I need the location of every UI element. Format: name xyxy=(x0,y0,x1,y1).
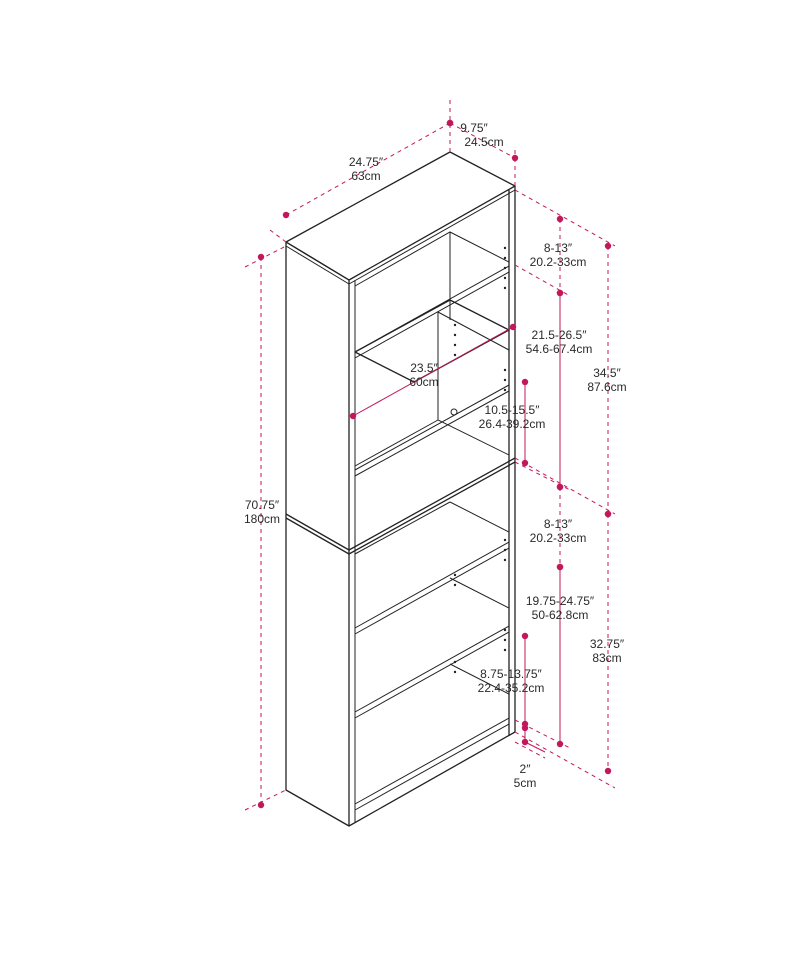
upper-shelf-cm-label: 26.4-39.2cm xyxy=(479,417,546,431)
upper-unit-in-label: 34.5″ xyxy=(593,366,621,380)
lower-middle-cm-label: 50-62.8cm xyxy=(532,608,589,622)
upper-unit-dim-start-marker xyxy=(604,242,612,250)
top-gap-in-label: 8-13″ xyxy=(544,241,573,255)
upper-shelf-dim-end-marker xyxy=(521,459,529,467)
lower-unit-dim-start-marker xyxy=(604,510,612,518)
shelf-pin-holes xyxy=(453,246,507,674)
total-height-dim-end-marker xyxy=(257,801,265,809)
lower-unit-dim-end-marker xyxy=(604,767,612,775)
dimension-lines xyxy=(244,100,616,811)
depth-dim-start-marker xyxy=(446,119,454,127)
inner-width-dim-end-marker xyxy=(509,323,517,331)
total-height-dim-start-marker xyxy=(257,253,265,261)
lower-middle-in-label: 19.75-24.75″ xyxy=(526,594,595,608)
lower-unit-cm-label: 83cm xyxy=(592,651,621,665)
shelf-1 xyxy=(354,299,510,383)
lower-shelf-cm-label: 22.4-35.2cm xyxy=(478,681,545,695)
lower-top-gap-in-label: 8-13″ xyxy=(544,517,573,531)
total-height-cm-label: 180cm xyxy=(244,512,280,526)
ext-left-bottom xyxy=(244,789,287,811)
upper-middle-cm-label: 54.6-67.4cm xyxy=(526,342,593,356)
width-in-label: 24.75″ xyxy=(349,155,384,169)
upper-middle-dim-start-marker xyxy=(556,289,564,297)
base-dim-start-marker xyxy=(521,724,529,732)
depth-in-label: 9.75″ xyxy=(460,121,488,135)
lower-unit-in-label: 32.75″ xyxy=(590,637,625,651)
lower-top-gap-cm-label: 20.2-33cm xyxy=(530,531,587,545)
ext-left-top xyxy=(244,245,287,268)
inner-width-dim-start-marker xyxy=(349,412,357,420)
left-side-panel xyxy=(285,241,350,827)
bookcase-drawing xyxy=(285,151,516,827)
lower-top-gap-dim-start-marker xyxy=(556,483,564,491)
ext-base xyxy=(514,741,546,759)
inner-width-cm-label: 60cm xyxy=(409,375,438,389)
depth-dim-end-marker xyxy=(511,154,519,162)
inner-width-in-label: 23.5″ xyxy=(410,361,438,375)
top-gap-dim-start-marker xyxy=(556,215,564,223)
total-height-in-label: 70.75″ xyxy=(245,498,280,512)
lower-middle-dim-end-marker xyxy=(556,740,564,748)
lower-middle-dim-start-marker xyxy=(556,563,564,571)
upper-shelf-in-label: 10.5-15.5″ xyxy=(485,403,541,417)
base-in-label: 2″ xyxy=(520,762,532,776)
depth-cm-label: 24.5cm xyxy=(464,135,503,149)
top-gap-cm-label: 20.2-33cm xyxy=(530,255,587,269)
ext-r1 xyxy=(514,189,616,247)
upper-shelf-dim-start-marker xyxy=(521,378,529,386)
width-dim-start-marker xyxy=(282,211,290,219)
unit-split xyxy=(285,517,350,555)
ext-r2 xyxy=(514,264,571,297)
top-panel xyxy=(285,151,516,281)
upper-unit-cm-label: 87.6cm xyxy=(587,380,626,394)
base-cm-label: 5cm xyxy=(514,776,537,790)
ext-r5 xyxy=(514,731,616,789)
base-leader xyxy=(524,741,546,753)
lower-shelf-in-label: 8.75-13.75″ xyxy=(480,667,542,681)
ext-top-left xyxy=(269,229,287,243)
lower-shelf-dim-start-marker xyxy=(521,632,529,640)
ext-r3 xyxy=(514,457,616,515)
inner-width-dim-line xyxy=(352,326,514,417)
width-cm-label: 63cm xyxy=(351,169,380,183)
dimension-labels: 9.75″ 24.5cm 24.75″ 63cm 70.75″ 180cm 23… xyxy=(244,121,627,790)
upper-middle-in-label: 21.5-26.5″ xyxy=(532,328,588,342)
